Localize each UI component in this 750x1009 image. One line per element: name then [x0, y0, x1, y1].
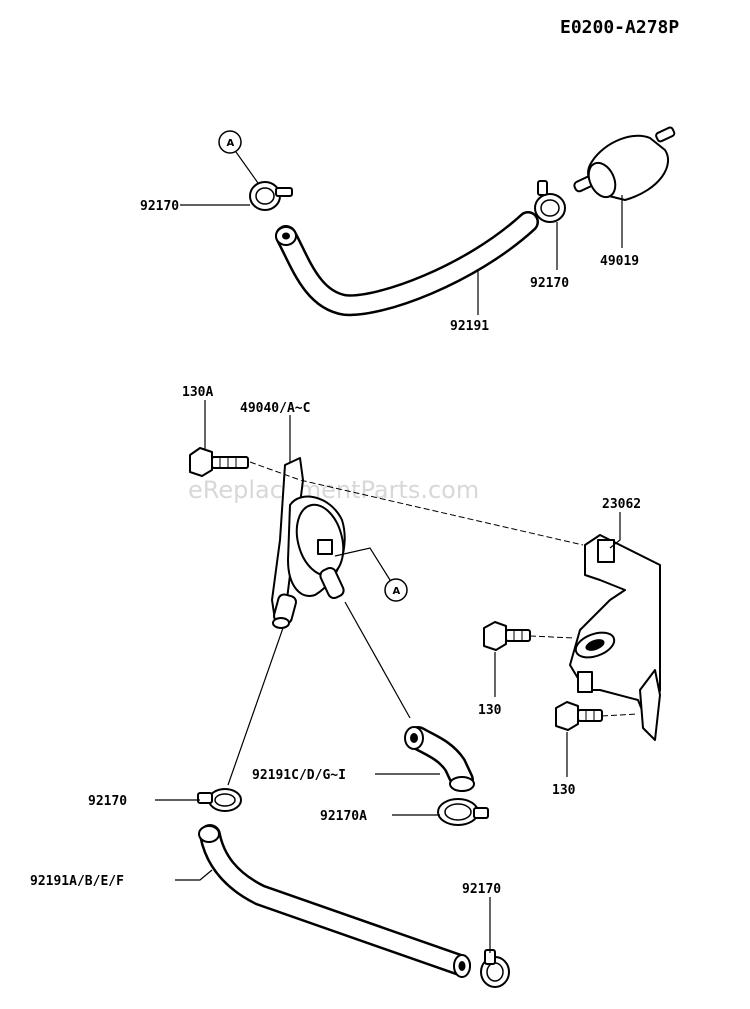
leader-hose-bottom: [175, 869, 213, 881]
hose-92191a[interactable]: [198, 824, 471, 978]
bolt-130-upper[interactable]: [483, 621, 531, 651]
hose-elbow-92191c[interactable]: [404, 726, 475, 792]
label-bolt-130-lower: 130: [552, 783, 576, 798]
leader-bracket: [609, 512, 621, 549]
callout-a-lower: A: [334, 547, 408, 602]
fuel-pump-49040[interactable]: [271, 457, 351, 629]
callout-a-top: A: [218, 130, 259, 184]
assembly-line-bolt-lower: [601, 713, 639, 717]
label-hose-elbow: 92191C/D/G~I: [252, 768, 346, 783]
clamp-92170-bottom[interactable]: [480, 949, 510, 988]
hose-92191[interactable]: [275, 211, 539, 317]
diagram-code: E0200-A278P: [560, 17, 679, 38]
clamp-92170-left[interactable]: [197, 788, 242, 812]
clamp-92170a[interactable]: [437, 798, 489, 826]
label-bracket: 23062: [602, 497, 641, 512]
assembly-line-pump-outlet: [227, 627, 284, 786]
assembly-line-bolt: [249, 461, 584, 546]
bracket-23062[interactable]: [569, 534, 661, 741]
bolt-130-lower[interactable]: [555, 701, 603, 731]
watermark: eReplacementParts.com: [188, 476, 479, 504]
label-pump: 49040/A~C: [240, 401, 310, 416]
bolt-130a[interactable]: [189, 447, 249, 477]
label-clamp-bottom: 92170: [462, 882, 501, 897]
label-hose-top: 92191: [450, 319, 489, 334]
assembly-line-bolt-upper: [529, 635, 576, 639]
label-clamp-top-left: 92170: [140, 199, 179, 214]
svg-text:A: A: [227, 138, 235, 149]
label-bolt-130-upper: 130: [478, 703, 502, 718]
svg-text:A: A: [393, 586, 401, 597]
clamp-92170-top-right[interactable]: [534, 180, 566, 223]
label-clamp-170a: 92170A: [320, 809, 367, 824]
fuel-filter-49019[interactable]: [573, 126, 676, 202]
assembly-line-pump-inlet: [344, 601, 411, 719]
label-bolt-130a: 130A: [182, 385, 213, 400]
label-filter: 49019: [600, 254, 639, 269]
label-hose-bottom: 92191A/B/E/F: [30, 874, 124, 889]
label-clamp-left: 92170: [88, 794, 127, 809]
clamp-92170-top-left[interactable]: [249, 181, 293, 211]
label-clamp-top-right: 92170: [530, 276, 569, 291]
